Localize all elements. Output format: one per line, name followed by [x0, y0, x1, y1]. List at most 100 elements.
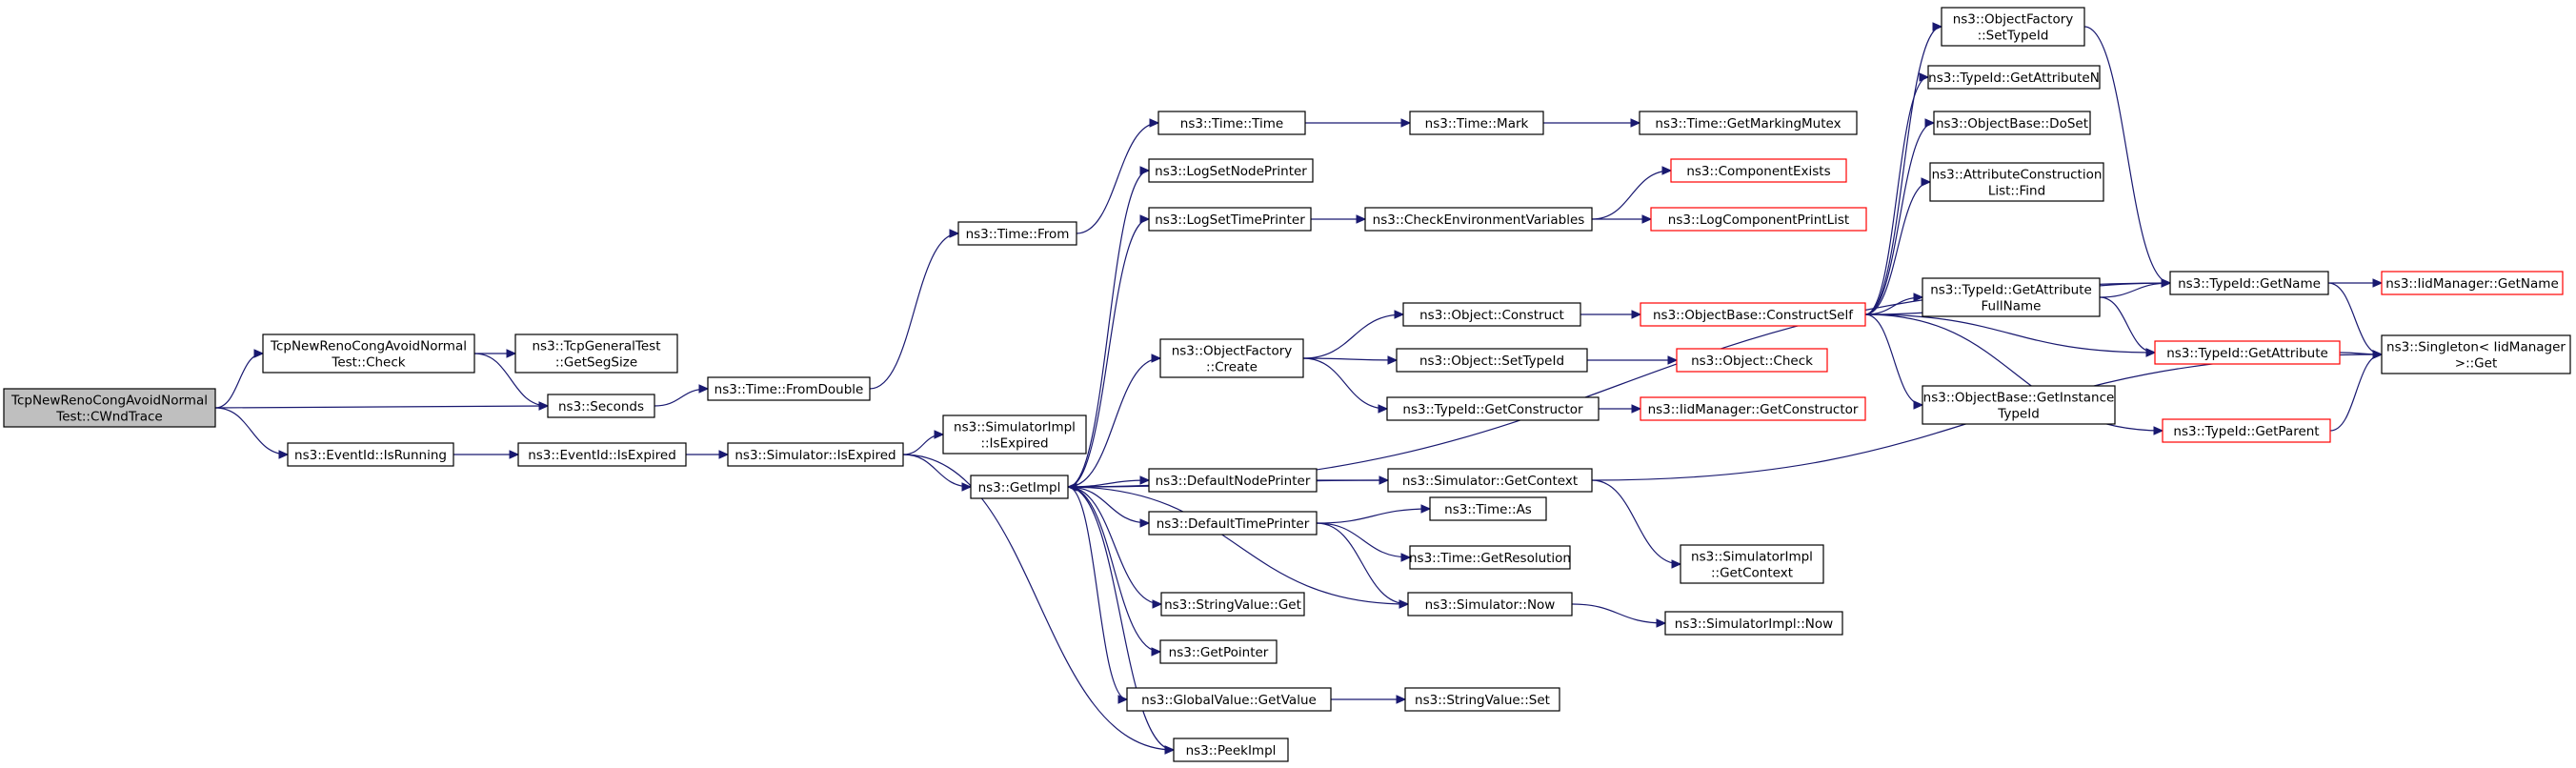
edge-deftimeprinter-to-timeas: [1316, 504, 1432, 524]
node-timeas[interactable]: ns3::Time::As: [1429, 496, 1547, 521]
node-iidgetctor[interactable]: ns3::IidManager::GetConstructor: [1640, 396, 1866, 421]
node-timemark[interactable]: ns3::Time::Mark: [1409, 111, 1544, 135]
edge-constructself-to-doset: [1864, 118, 1936, 315]
edge-root-to-seconds: [214, 401, 550, 411]
node-objsettypeid[interactable]: ns3::Object::SetTypeId: [1396, 348, 1588, 373]
node-ofsettypeid[interactable]: ns3::ObjectFactory::SetTypeId: [1941, 7, 2085, 47]
node-simgetcontext[interactable]: ns3::Simulator::GetContext: [1387, 468, 1593, 493]
edge-constructself-to-getinstance: [1864, 313, 1924, 410]
node-defnodeprinter[interactable]: ns3::DefaultNodePrinter: [1148, 468, 1318, 493]
node-isrunning[interactable]: ns3::EventId::IsRunning: [287, 442, 454, 467]
node-simimplgetctx[interactable]: ns3::SimulatorImpl::GetContext: [1680, 544, 1824, 584]
node-constructself[interactable]: ns3::ObjectBase::ConstructSelf: [1640, 302, 1866, 327]
node-globalgetvalue[interactable]: ns3::GlobalValue::GetValue: [1126, 687, 1332, 712]
node-label: ns3::EventId::IsRunning: [294, 448, 447, 463]
edge-deftimeprinter-to-timegetres: [1316, 522, 1412, 562]
node-logtimeprinter[interactable]: ns3::LogSetTimePrinter: [1148, 207, 1312, 232]
node-label: ns3::TypeId::GetAttribute: [1930, 283, 2092, 298]
node-label: ns3::Time::Mark: [1425, 116, 1529, 131]
node-lognodeprinter[interactable]: ns3::LogSetNodePrinter: [1148, 158, 1314, 183]
node-typeidgetname[interactable]: ns3::TypeId::GetName: [2169, 271, 2329, 295]
edge-objconstruct-to-constructself: [1580, 310, 1642, 319]
node-objcheck[interactable]: ns3::Object::Check: [1676, 348, 1828, 373]
edge-root-to-check: [214, 349, 265, 409]
edge-getimpl-to-getpointer: [1067, 486, 1162, 657]
node-getsegsize[interactable]: ns3::TcpGeneralTest::GetSegSize: [514, 333, 678, 374]
edge-objfactorycreate-to-objconstruct: [1302, 310, 1405, 359]
node-compexists[interactable]: ns3::ComponentExists: [1670, 158, 1847, 183]
node-timefrom[interactable]: ns3::Time::From: [957, 221, 1077, 246]
edge-constructself-to-getattrn: [1864, 72, 1930, 315]
edge-eventisexpired-to-simisexpired: [686, 450, 730, 459]
node-label: ns3::LogSetTimePrinter: [1155, 212, 1305, 228]
edge-objfactorycreate-to-typeidgetctor: [1302, 357, 1389, 414]
node-simnow[interactable]: ns3::Simulator::Now: [1407, 592, 1573, 616]
node-label: ns3::Time::FromDouble: [714, 382, 864, 397]
edge-timefrom-to-timetime: [1076, 118, 1160, 234]
edge-deftimeprinter-to-simnow: [1316, 522, 1410, 609]
node-label: Test::Check: [331, 355, 405, 371]
node-peekimpl[interactable]: ns3::PeekImpl: [1173, 738, 1289, 762]
node-singletonget[interactable]: ns3::Singleton< IidManager >::Get: [2381, 334, 2571, 374]
edge-getimpl-to-deftimeprinter: [1067, 486, 1151, 528]
node-simisexpired[interactable]: ns3::Simulator::IsExpired: [727, 442, 904, 467]
node-label: TypeId: [1997, 407, 2040, 422]
edge-simgetcontext-to-simimplgetctx: [1591, 479, 1682, 569]
node-typeidgetctor[interactable]: ns3::TypeId::GetConstructor: [1386, 396, 1600, 421]
edge-defnodeprinter-to-simgetcontext: [1317, 475, 1390, 485]
node-label: ::SetTypeId: [1978, 29, 2049, 44]
node-simimplisexpired[interactable]: ns3::SimulatorImpl::IsExpired: [942, 414, 1087, 455]
edge-check-to-seconds: [473, 353, 550, 411]
node-label: ns3::Time::As: [1444, 502, 1532, 517]
edge-logtimeprinter-to-checkenv: [1310, 214, 1367, 224]
node-label: ns3::GlobalValue::GetValue: [1141, 693, 1317, 708]
edge-timemark-to-getmarkingmutex: [1543, 118, 1641, 128]
node-getpointer[interactable]: ns3::GetPointer: [1159, 639, 1278, 664]
node-label: ns3::ObjectFactory: [1172, 344, 1293, 359]
node-getmarkingmutex[interactable]: ns3::Time::GetMarkingMutex: [1639, 111, 1858, 135]
node-stringget[interactable]: ns3::StringValue::Get: [1160, 592, 1305, 616]
node-logcompprint[interactable]: ns3::LogComponentPrintList: [1650, 207, 1867, 232]
node-fromdouble[interactable]: ns3::Time::FromDouble: [707, 376, 871, 401]
node-eventisexpired[interactable]: ns3::EventId::IsExpired: [517, 442, 687, 467]
node-label: ns3::Singleton< IidManager: [2386, 340, 2566, 355]
node-label: ns3::Time::Time: [1180, 116, 1283, 131]
node-timegetres[interactable]: ns3::Time::GetResolution: [1409, 545, 1571, 570]
edge-checkenv-to-logcompprint: [1591, 214, 1653, 224]
node-iidgetname[interactable]: ns3::IidManager::GetName: [2381, 271, 2564, 295]
node-label: ns3::TypeId::GetAttribute: [2166, 346, 2328, 361]
edge-simnow-to-simimplnow: [1571, 603, 1667, 628]
node-label: ns3::Time::GetResolution: [1409, 551, 1571, 566]
node-label: ns3::Object::Check: [1691, 354, 1813, 369]
node-simimplnow[interactable]: ns3::SimulatorImpl::Now: [1664, 611, 1843, 636]
node-timetime[interactable]: ns3::Time::Time: [1157, 111, 1306, 135]
node-label: ns3::TypeId::GetParent: [2173, 424, 2319, 439]
node-label: ns3::Simulator::Now: [1425, 597, 1556, 613]
call-nodes: TcpNewRenoCongAvoidNormalTest::CWndTrace…: [3, 7, 2571, 762]
node-getattrn[interactable]: ns3::TypeId::GetAttributeN: [1927, 65, 2101, 90]
node-stringset[interactable]: ns3::StringValue::Set: [1404, 687, 1560, 712]
node-label: ns3::Time::From: [966, 227, 1070, 242]
node-doset[interactable]: ns3::ObjectBase::DoSet: [1933, 111, 2091, 135]
node-label: ns3::IidManager::GetName: [2385, 276, 2559, 292]
node-label: ::IsExpired: [980, 436, 1048, 452]
edge-constructself-to-attrfind: [1864, 177, 1932, 315]
node-label: TcpNewRenoCongAvoidNormal: [10, 394, 208, 409]
node-seconds[interactable]: ns3::Seconds: [547, 394, 655, 418]
edge-getattrfull-to-typeidgetname: [2099, 278, 2172, 298]
node-deftimeprinter[interactable]: ns3::DefaultTimePrinter: [1148, 511, 1318, 536]
edge-isrunning-to-eventisexpired: [453, 450, 520, 459]
node-objconstruct[interactable]: ns3::Object::Construct: [1402, 302, 1581, 327]
node-typeidgetattr[interactable]: ns3::TypeId::GetAttribute: [2154, 340, 2341, 365]
node-objfactorycreate[interactable]: ns3::ObjectFactory::Create: [1159, 338, 1304, 378]
node-getimpl[interactable]: ns3::GetImpl: [970, 475, 1069, 499]
node-checkenv[interactable]: ns3::CheckEnvironmentVariables: [1364, 207, 1593, 232]
node-typeidgetparent[interactable]: ns3::TypeId::GetParent: [2162, 418, 2331, 443]
edge-globalgetvalue-to-stringset: [1331, 695, 1407, 704]
